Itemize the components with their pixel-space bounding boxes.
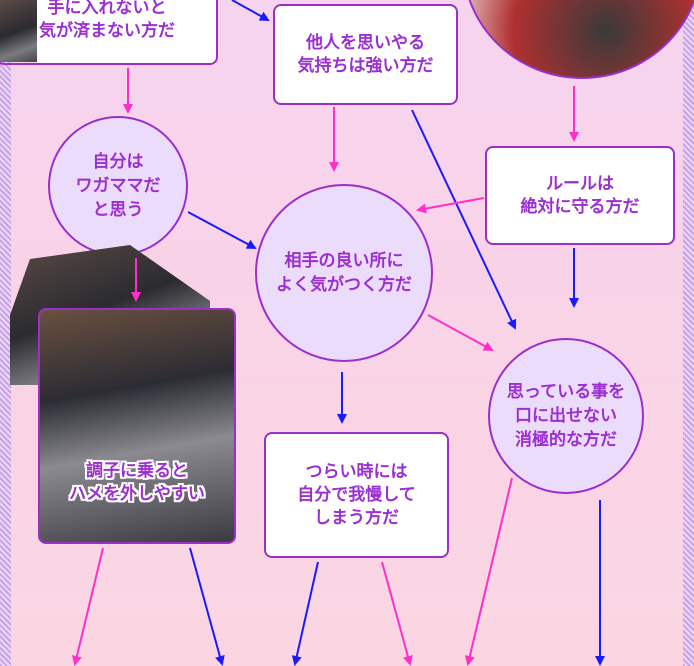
node-good-points: 相手の良い所によく気がつく方だ	[255, 184, 433, 362]
text-line: 自分は	[92, 152, 144, 172]
arrow	[231, 0, 270, 21]
arrow	[291, 561, 319, 666]
arrow	[381, 561, 413, 666]
text-line: ハメを外しやすい	[69, 484, 205, 504]
text-line: 絶対に守る方だ	[520, 196, 640, 217]
text-line: 調子に乗ると	[86, 461, 188, 481]
text-line: ワガママだ	[75, 176, 161, 196]
text-line: 消極的な方だ	[515, 430, 617, 450]
node-consideration: 他人を思いやる気持ちは強い方だ	[273, 4, 458, 105]
arrow	[427, 314, 494, 351]
arrow	[416, 197, 485, 214]
text-line: 自分で我慢して	[297, 484, 416, 505]
arrow	[187, 211, 257, 249]
text-line: しまう方だ	[314, 507, 399, 528]
text-line: 口に出せない	[515, 406, 617, 426]
arrow	[189, 547, 225, 666]
node-selfish: 自分はワガママだと思う	[48, 116, 188, 256]
node-carried-away: 調子に乗るとハメを外しやすい	[38, 308, 236, 544]
text-line: つらい時には	[305, 461, 408, 482]
text-line: 気が済まない方だ	[39, 21, 175, 41]
text-line: 手に入れないと	[47, 0, 167, 18]
node-rules: ルールは絶対に守る方だ	[485, 146, 675, 245]
node-endure: つらい時には自分で我慢してしまう方だ	[264, 432, 449, 558]
arrow	[464, 477, 513, 666]
text-line: と思う	[92, 200, 144, 220]
node-top-left: 手に入れないと気が済まない方だ	[0, 0, 218, 65]
text-line: 相手の良い所に	[284, 251, 404, 271]
arrow	[72, 547, 104, 666]
arrow	[411, 109, 517, 330]
text-line: 他人を思いやる	[306, 32, 425, 53]
left-border	[0, 0, 11, 666]
text-line: ルールは	[546, 173, 614, 194]
text-line: よく気がつく方だ	[276, 275, 412, 295]
node-passive: 思っている事を口に出せない消極的な方だ	[488, 338, 644, 494]
right-border	[683, 0, 694, 666]
text-line: 思っている事を	[506, 382, 626, 402]
text-line: 気持ちは強い方だ	[297, 55, 434, 76]
